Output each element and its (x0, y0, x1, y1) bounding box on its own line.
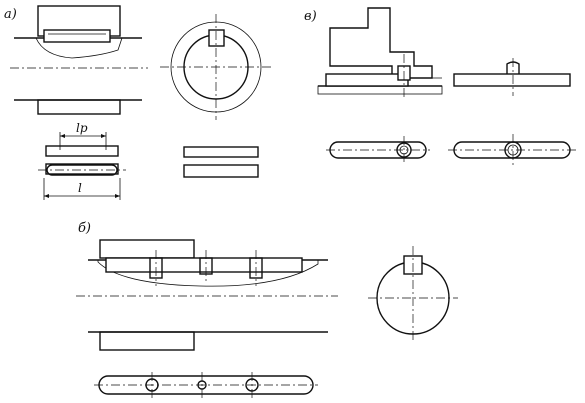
label-b: б) (78, 221, 91, 236)
label-v: в) (304, 9, 317, 24)
screw-1 (149, 250, 163, 286)
key-side-view-v (453, 58, 571, 96)
label-a: а) (4, 7, 17, 22)
panel-v: в) (304, 7, 578, 166)
shaft-b (76, 250, 338, 333)
key-a (43, 29, 111, 43)
key-plan-views-a: lp l (38, 121, 259, 200)
key-plan-views-v (326, 134, 578, 166)
hub-section-v (317, 7, 443, 100)
dim-l: l (78, 181, 82, 195)
dim-lp: lp (76, 121, 88, 135)
key-b (105, 257, 303, 273)
screw-3 (249, 250, 263, 286)
screw-2 (199, 250, 213, 282)
cross-section-b (368, 246, 458, 342)
panel-a: а) (4, 5, 272, 200)
key-section-a (208, 29, 225, 47)
shaft-a (10, 29, 148, 115)
hub-section-b (99, 239, 195, 351)
panel-b: б) (76, 221, 458, 398)
key-v (325, 73, 409, 87)
key-plan-view-b (94, 372, 318, 398)
cross-section-a (160, 14, 272, 120)
